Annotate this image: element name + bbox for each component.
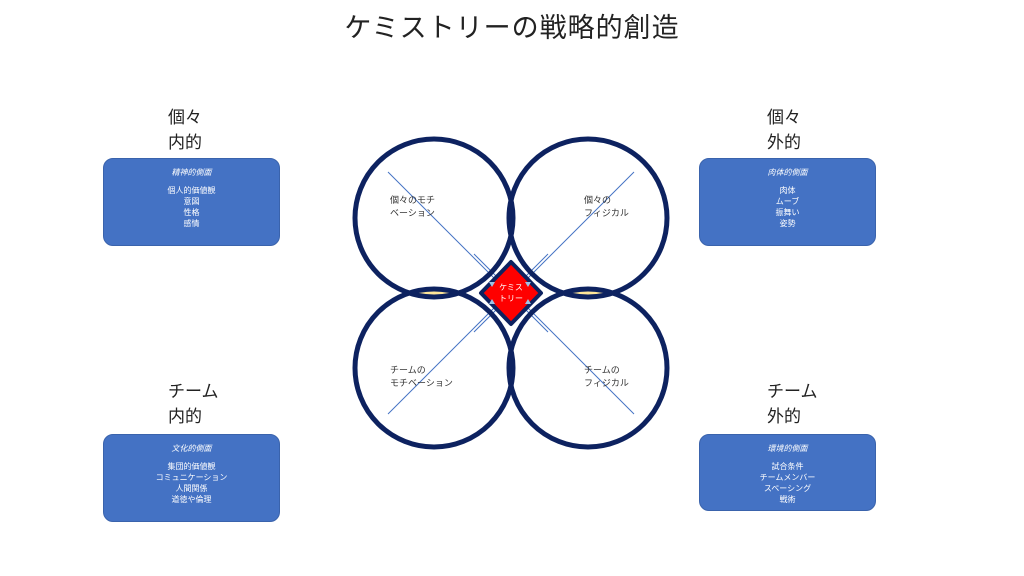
label-line1: チーム bbox=[168, 382, 219, 402]
circle-individual-physical bbox=[506, 136, 670, 300]
venn-label-tl-2: ベーション bbox=[390, 209, 435, 219]
box-item: 肉体 bbox=[779, 186, 796, 195]
arrow-icon bbox=[525, 299, 531, 304]
box-heading: 肉体的側面 bbox=[767, 168, 808, 177]
box-item: チームメンバー bbox=[759, 473, 816, 482]
box-heading: 精神的側面 bbox=[171, 168, 212, 177]
box-item: 振舞い bbox=[775, 208, 800, 217]
box-item: 意図 bbox=[183, 197, 200, 206]
arrow-icon bbox=[489, 282, 495, 287]
center-label-2: トリー bbox=[499, 294, 523, 303]
box-item: 姿勢 bbox=[779, 219, 796, 228]
circle-team-motivation bbox=[352, 286, 516, 450]
cultural-aspect-box: 文化的側面 集団的価値観 コミュニケーション 人間関係 道徳や倫理 bbox=[103, 434, 280, 522]
label-team-internal: チーム 内的 bbox=[168, 380, 219, 430]
label-line2: 内的 bbox=[168, 133, 202, 153]
label-line1: 個々 bbox=[767, 108, 801, 128]
label-team-external: チーム 外的 bbox=[767, 380, 818, 430]
venn-label-tr-1: 個々の bbox=[584, 194, 611, 206]
mental-aspect-box: 精神的側面 個人的価値観 意図 性格 感情 bbox=[103, 158, 280, 246]
box-item: 道徳や倫理 bbox=[171, 495, 212, 504]
circle-individual-motivation bbox=[352, 136, 516, 300]
box-item: ムーブ bbox=[775, 197, 800, 206]
box-item: 戦術 bbox=[779, 495, 796, 504]
label-line2: 内的 bbox=[168, 407, 202, 427]
venn-label-bl-2: モチベーション bbox=[390, 378, 453, 389]
page-title: ケミストリーの戦略的創造 bbox=[344, 13, 680, 44]
arrow-icon bbox=[489, 299, 495, 304]
box-item: 人間関係 bbox=[175, 484, 208, 493]
box-item: 個人的価値観 bbox=[167, 186, 216, 195]
box-item: 試合条件 bbox=[771, 462, 804, 471]
box-heading: 文化的側面 bbox=[171, 444, 212, 453]
label-line1: 個々 bbox=[168, 108, 202, 128]
box-item: スペーシング bbox=[763, 484, 812, 493]
environmental-aspect-box: 環境的側面 試合条件 チームメンバー スペーシング 戦術 bbox=[699, 434, 876, 511]
venn-label-tl-1: 個々のモチ bbox=[390, 194, 435, 206]
label-line2: 外的 bbox=[767, 133, 801, 153]
center-label-1: ケミス bbox=[499, 283, 523, 292]
label-individual-external: 個々 外的 bbox=[767, 106, 801, 156]
box-heading: 環境的側面 bbox=[767, 444, 808, 453]
venn-label-tr-2: フィジカル bbox=[584, 208, 629, 219]
venn-label-br-2: フィジカル bbox=[584, 378, 629, 389]
arrow-icon bbox=[525, 282, 531, 287]
label-individual-internal: 個々 内的 bbox=[168, 106, 202, 156]
venn-label-bl-1: チームの bbox=[390, 365, 426, 376]
label-line2: 外的 bbox=[767, 407, 801, 427]
label-line1: チーム bbox=[767, 382, 818, 402]
physical-aspect-box: 肉体的側面 肉体 ムーブ 振舞い 姿勢 bbox=[699, 158, 876, 246]
box-item: 性格 bbox=[183, 208, 200, 217]
venn-label-br-1: チームの bbox=[584, 365, 620, 376]
box-item: 集団的価値観 bbox=[167, 462, 216, 471]
circle-team-physical bbox=[506, 286, 670, 450]
box-item: コミュニケーション bbox=[155, 473, 228, 482]
box-item: 感情 bbox=[183, 219, 200, 228]
